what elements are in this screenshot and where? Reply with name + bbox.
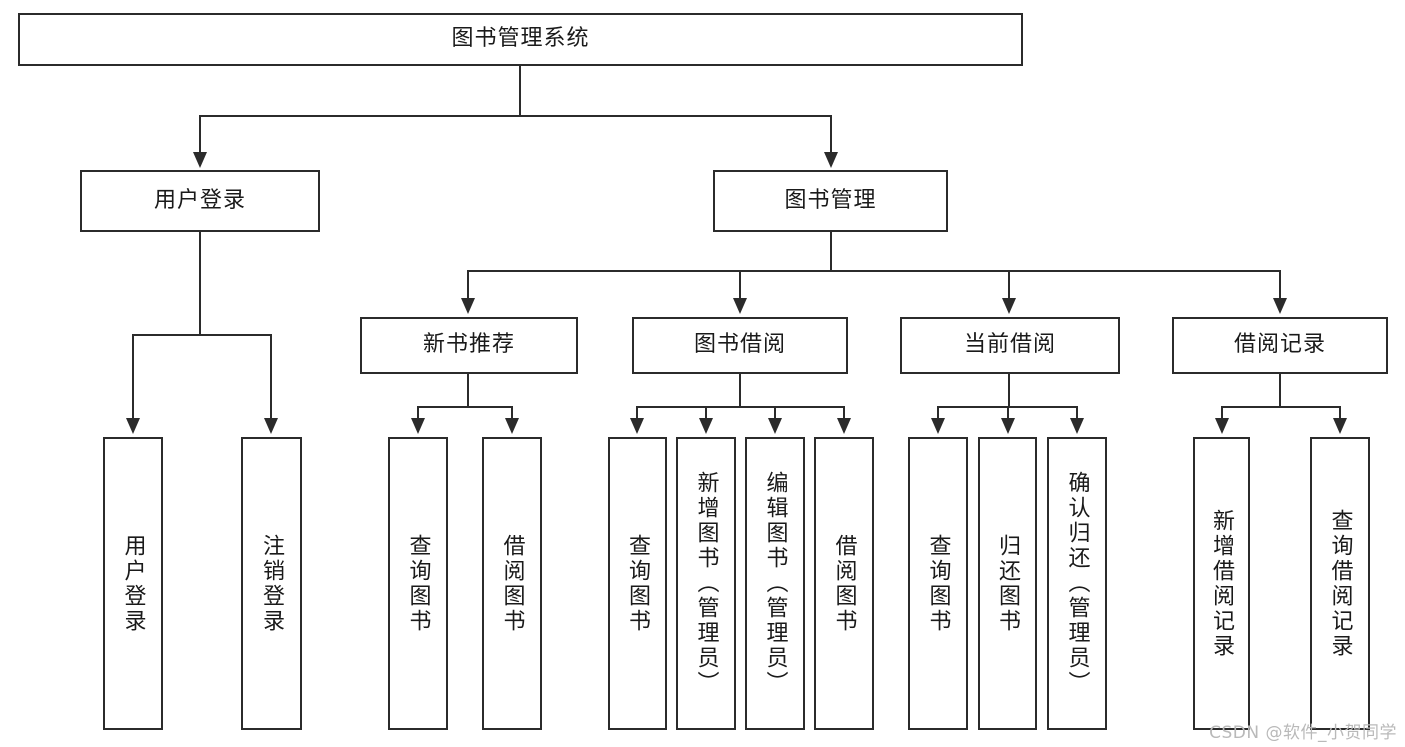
node-label: 新增图书（管理员） bbox=[693, 471, 719, 696]
node-book-borrow[interactable]: 图书借阅 bbox=[632, 317, 848, 374]
edge-root-stem bbox=[519, 66, 521, 116]
arrowhead-current-to-leaf-3 bbox=[1070, 418, 1084, 434]
leaf-borrow-books-new[interactable]: 借阅图书 bbox=[482, 437, 542, 730]
node-root-system[interactable]: 图书管理系统 bbox=[18, 13, 1023, 66]
edge-book-mgmt-stem bbox=[830, 232, 832, 272]
arrowhead-book-mgmt-to-records bbox=[1273, 298, 1287, 314]
edge-root-bus bbox=[199, 115, 831, 117]
leaf-user-login[interactable]: 用户登录 bbox=[103, 437, 163, 730]
edge-book-mgmt-bus bbox=[467, 270, 1280, 272]
edge-book-mgmt-to-borrow bbox=[739, 270, 741, 300]
leaf-return-book[interactable]: 归还图书 bbox=[978, 437, 1037, 730]
leaf-query-books-new[interactable]: 查询图书 bbox=[388, 437, 448, 730]
edge-book-mgmt-to-new-books bbox=[467, 270, 469, 300]
arrowhead-new-books-to-leaf-2 bbox=[505, 418, 519, 434]
edge-new-books-stem bbox=[467, 374, 469, 408]
leaf-query-books-borrow[interactable]: 查询图书 bbox=[608, 437, 667, 730]
edge-borrow-to-leaf-1 bbox=[636, 406, 638, 420]
arrowhead-book-mgmt-to-new-books bbox=[461, 298, 475, 314]
node-label: 用户登录 bbox=[153, 187, 246, 213]
edge-current-to-leaf-3 bbox=[1076, 406, 1078, 420]
arrowhead-user-login-to-leaf-1 bbox=[126, 418, 140, 434]
edge-borrow-to-leaf-4 bbox=[843, 406, 845, 420]
edge-new-books-bus bbox=[417, 406, 513, 408]
arrowhead-book-mgmt-to-borrow bbox=[733, 298, 747, 314]
leaf-edit-book-admin[interactable]: 编辑图书（管理员） bbox=[745, 437, 805, 730]
leaf-query-books-current[interactable]: 查询图书 bbox=[908, 437, 968, 730]
node-label: 确认归还（管理员） bbox=[1064, 471, 1090, 696]
node-label: 查询图书 bbox=[405, 533, 431, 634]
edge-borrow-to-leaf-2 bbox=[705, 406, 707, 420]
arrowhead-borrow-to-leaf-2 bbox=[699, 418, 713, 434]
arrowhead-current-to-leaf-2 bbox=[1001, 418, 1015, 434]
edge-records-bus bbox=[1221, 406, 1340, 408]
csdn-watermark: CSDN @软件_小贺同学 bbox=[1209, 723, 1397, 743]
edge-records-to-leaf-2 bbox=[1339, 406, 1341, 420]
arrowhead-user-login-to-leaf-2 bbox=[264, 418, 278, 434]
edge-borrow-stem bbox=[739, 374, 741, 408]
leaf-logout[interactable]: 注销登录 bbox=[241, 437, 302, 730]
leaf-confirm-return-admin[interactable]: 确认归还（管理员） bbox=[1047, 437, 1107, 730]
edge-current-to-leaf-1 bbox=[937, 406, 939, 420]
node-label: 借阅图书 bbox=[831, 533, 857, 634]
edge-user-login-to-leaf-2 bbox=[270, 334, 272, 420]
edge-current-to-leaf-2 bbox=[1007, 406, 1009, 420]
arrowhead-borrow-to-leaf-3 bbox=[768, 418, 782, 434]
node-label: 用户登录 bbox=[120, 533, 146, 634]
arrowhead-root-to-book-mgmt bbox=[824, 152, 838, 168]
node-label: 图书管理 bbox=[784, 187, 877, 213]
node-current-borrow[interactable]: 当前借阅 bbox=[900, 317, 1120, 374]
node-label: 查询借阅记录 bbox=[1327, 508, 1353, 659]
node-new-book-recommend[interactable]: 新书推荐 bbox=[360, 317, 578, 374]
edge-user-login-stem bbox=[199, 232, 201, 336]
edge-borrow-to-leaf-3 bbox=[774, 406, 776, 420]
node-label: 查询图书 bbox=[925, 533, 951, 634]
arrowhead-borrow-to-leaf-4 bbox=[837, 418, 851, 434]
node-label: 编辑图书（管理员） bbox=[762, 471, 788, 696]
node-label: 注销登录 bbox=[259, 533, 284, 634]
edge-book-mgmt-to-current bbox=[1008, 270, 1010, 300]
arrowhead-records-to-leaf-1 bbox=[1215, 418, 1229, 434]
node-label: 新增借阅记录 bbox=[1209, 508, 1234, 659]
leaf-query-borrow-record[interactable]: 查询借阅记录 bbox=[1310, 437, 1370, 730]
edge-new-books-to-leaf-1 bbox=[417, 406, 419, 420]
leaf-add-book-admin[interactable]: 新增图书（管理员） bbox=[676, 437, 736, 730]
leaf-borrow-book[interactable]: 借阅图书 bbox=[814, 437, 874, 730]
edge-user-login-bus bbox=[132, 334, 272, 336]
arrowhead-records-to-leaf-2 bbox=[1333, 418, 1347, 434]
node-label: 查询图书 bbox=[625, 533, 650, 634]
node-user-login[interactable]: 用户登录 bbox=[80, 170, 320, 232]
leaf-add-borrow-record[interactable]: 新增借阅记录 bbox=[1193, 437, 1250, 730]
node-label: 归还图书 bbox=[995, 533, 1020, 634]
arrowhead-borrow-to-leaf-1 bbox=[630, 418, 644, 434]
edge-book-mgmt-to-records bbox=[1279, 270, 1281, 300]
node-label: 图书管理系统 bbox=[451, 26, 590, 52]
edge-new-books-to-leaf-2 bbox=[511, 406, 513, 420]
edge-root-to-user-login bbox=[199, 115, 201, 155]
edge-current-stem bbox=[1008, 374, 1010, 408]
node-label: 图书借阅 bbox=[693, 332, 786, 358]
edge-records-stem bbox=[1279, 374, 1281, 408]
edge-borrow-bus bbox=[636, 406, 844, 408]
edge-records-to-leaf-1 bbox=[1221, 406, 1223, 420]
node-book-management[interactable]: 图书管理 bbox=[713, 170, 948, 232]
arrowhead-root-to-user-login bbox=[193, 152, 207, 168]
arrowhead-current-to-leaf-1 bbox=[931, 418, 945, 434]
node-label: 借阅图书 bbox=[499, 533, 525, 634]
edge-user-login-to-leaf-1 bbox=[132, 334, 134, 420]
arrowhead-new-books-to-leaf-1 bbox=[411, 418, 425, 434]
node-borrow-records[interactable]: 借阅记录 bbox=[1172, 317, 1388, 374]
node-label: 当前借阅 bbox=[963, 332, 1056, 358]
node-label: 借阅记录 bbox=[1233, 332, 1326, 358]
node-label: 新书推荐 bbox=[422, 332, 515, 358]
arrowhead-book-mgmt-to-current bbox=[1002, 298, 1016, 314]
edge-root-to-book-mgmt bbox=[830, 115, 832, 155]
